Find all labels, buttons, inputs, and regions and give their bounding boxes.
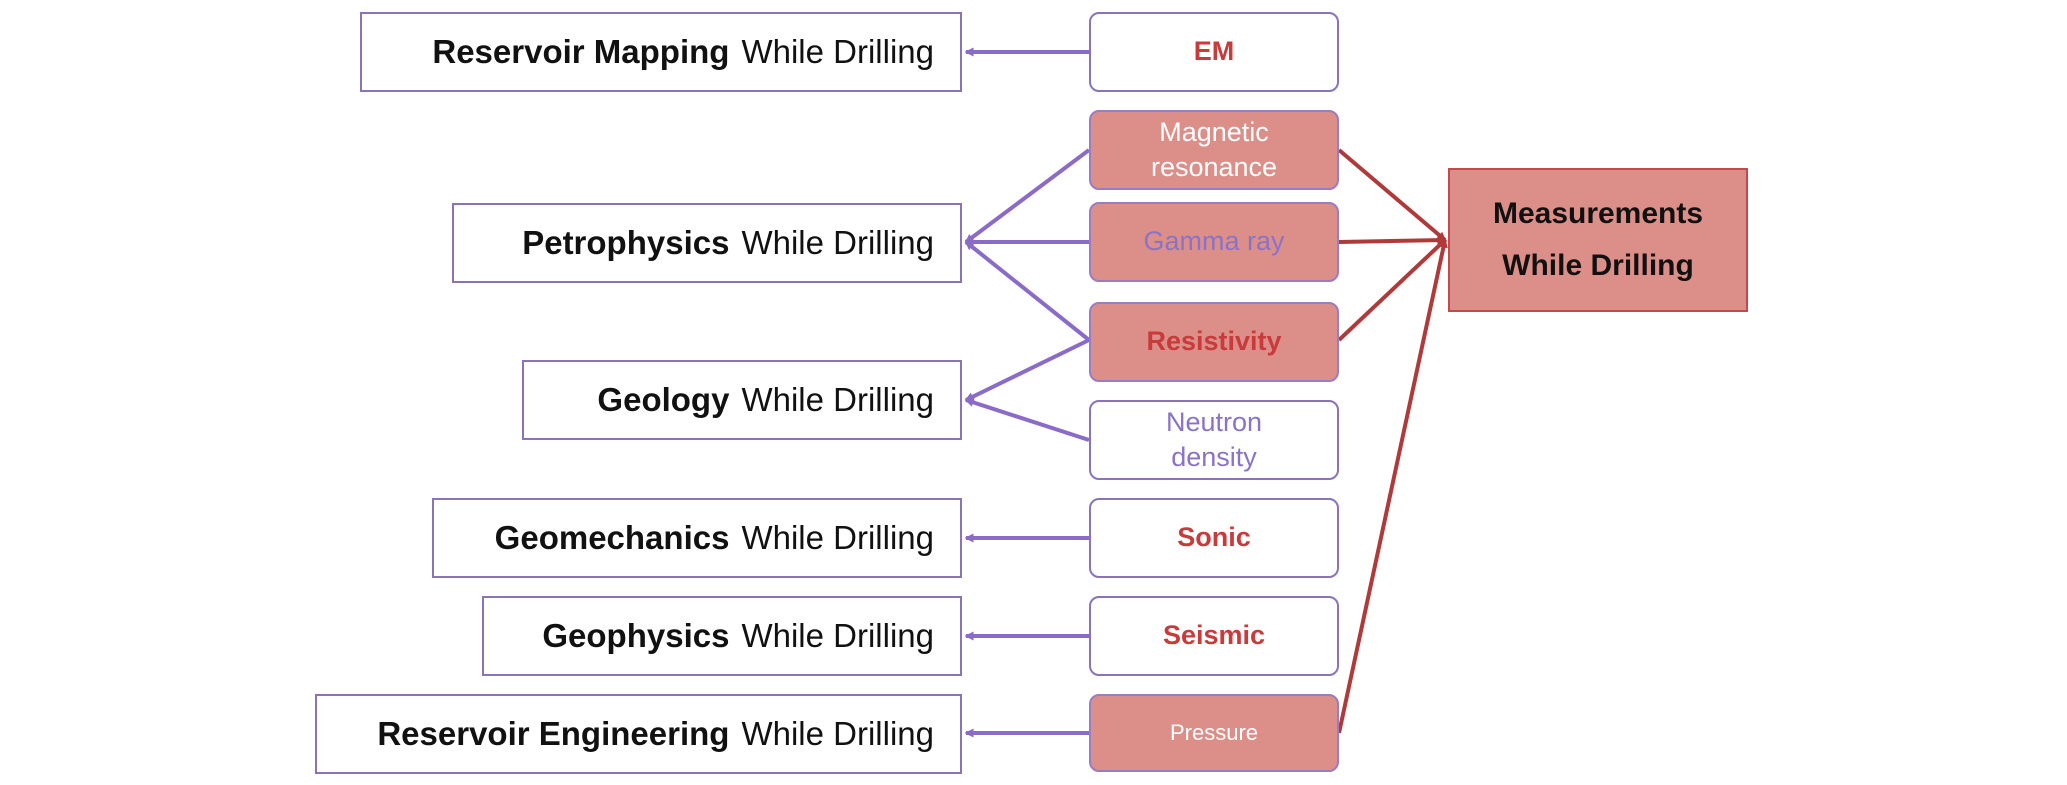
measurement-magnetic-resonance: Magnetic resonance bbox=[1089, 110, 1339, 190]
arrow-resistivity-to-petrophysics bbox=[964, 240, 1091, 342]
app-title-suffix: While Drilling bbox=[741, 519, 934, 556]
app-box-geophysics: Geophysics While Drilling bbox=[482, 596, 962, 676]
app-box-reservoir-mapping: Reservoir Mapping While Drilling bbox=[360, 12, 962, 92]
measurement-em: EM bbox=[1089, 12, 1339, 92]
mwd-main-box: Measurements While Drilling bbox=[1448, 168, 1748, 312]
app-box-geology: Geology While Drilling bbox=[522, 360, 962, 440]
measurement-label: Seismic bbox=[1162, 620, 1266, 651]
app-title-bold: Geomechanics bbox=[494, 519, 730, 556]
arrow-gamma-ray-to-mwd bbox=[1338, 235, 1447, 245]
measurement-resistivity: Resistivity bbox=[1089, 302, 1339, 382]
app-title-bold: Petrophysics bbox=[522, 224, 730, 261]
measurement-label: EM bbox=[1193, 36, 1235, 67]
app-title-bold: Reservoir Engineering bbox=[377, 715, 730, 752]
arrow-resistivity-to-geology bbox=[964, 338, 1090, 402]
app-title-suffix: While Drilling bbox=[741, 33, 934, 70]
measurement-sonic: Sonic bbox=[1089, 498, 1339, 578]
measurement-gamma-ray: Gamma ray bbox=[1089, 202, 1339, 282]
measurement-label: Magnetic resonance bbox=[1150, 116, 1278, 182]
app-title-bold: Reservoir Mapping bbox=[432, 33, 730, 70]
app-title-suffix: While Drilling bbox=[741, 617, 934, 654]
measurement-label: Resistivity bbox=[1146, 326, 1282, 357]
app-box-petrophysics: Petrophysics While Drilling bbox=[452, 203, 962, 283]
mwd-title-line1: Measurements bbox=[1492, 196, 1704, 230]
arrow-resistivity-to-mwd bbox=[1337, 238, 1447, 342]
measurement-label: Gamma ray bbox=[1143, 226, 1285, 257]
arrow-neutron-density-to-geology bbox=[964, 398, 1090, 442]
app-title-bold: Geology bbox=[597, 381, 730, 418]
app-box-geomechanics: Geomechanics While Drilling bbox=[432, 498, 962, 578]
app-title-suffix: While Drilling bbox=[741, 715, 934, 752]
app-title-bold: Geophysics bbox=[542, 617, 730, 654]
measurement-seismic: Seismic bbox=[1089, 596, 1339, 676]
mwd-title-line2: While Drilling bbox=[1502, 249, 1694, 282]
app-box-reservoir-engineering: Reservoir Engineering While Drilling bbox=[315, 694, 962, 774]
app-title-suffix: While Drilling bbox=[741, 224, 934, 261]
arrow-magnetic-resonance-to-petrophysics bbox=[964, 148, 1091, 244]
measurement-label: Neutron density bbox=[1165, 406, 1263, 472]
measurement-pressure: Pressure bbox=[1089, 694, 1339, 772]
measurement-neutron-density: Neutron density bbox=[1089, 400, 1339, 480]
measurement-label: Sonic bbox=[1177, 522, 1251, 553]
arrow-magnetic-resonance-to-mwd bbox=[1337, 148, 1447, 242]
app-title-suffix: While Drilling bbox=[741, 381, 934, 418]
measurement-label: Pressure bbox=[1169, 719, 1259, 745]
arrow-pressure-to-mwd bbox=[1337, 238, 1448, 734]
